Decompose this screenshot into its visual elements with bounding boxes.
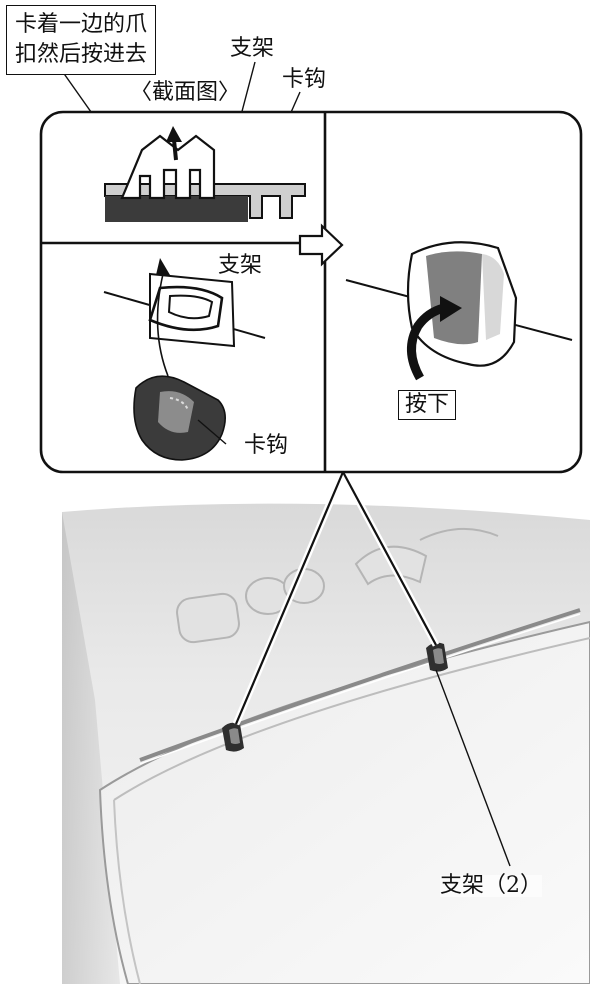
leader-bracket-count xyxy=(435,669,511,867)
unit-photo xyxy=(62,503,590,984)
press-down-label: 按下 xyxy=(398,390,457,420)
hook-label-top: 卡钩 xyxy=(282,67,327,92)
bracket-count-label: 支架（2） xyxy=(440,873,542,898)
bracket-label-top: 支架 xyxy=(230,36,275,61)
bracket-hook-cell xyxy=(103,258,266,461)
press-cell xyxy=(345,241,573,381)
insert-arrow-line xyxy=(156,273,169,377)
cross-section-label: 〈截面图〉 xyxy=(130,80,241,105)
right-arrow-icon xyxy=(298,223,344,267)
rail xyxy=(139,608,581,762)
instruction-note: 卡着一边的爪 扣然后按进去 xyxy=(6,5,157,75)
insert-arrow-head xyxy=(156,258,170,275)
zoom-lines xyxy=(232,470,440,726)
hook-label-bottom: 卡钩 xyxy=(244,433,289,458)
hook-section xyxy=(105,196,248,222)
bracket-left xyxy=(222,722,244,752)
up-arrow-icon xyxy=(166,126,182,161)
bracket-label-mid: 支架 xyxy=(218,253,263,278)
bracket-right xyxy=(426,642,448,672)
note-line-1: 卡着一边的爪 xyxy=(15,12,148,37)
note-line-2: 扣然后按进去 xyxy=(15,42,148,67)
curved-arrow-icon xyxy=(407,296,462,381)
cross-section-cell xyxy=(104,126,306,222)
bracket-section xyxy=(120,134,216,200)
